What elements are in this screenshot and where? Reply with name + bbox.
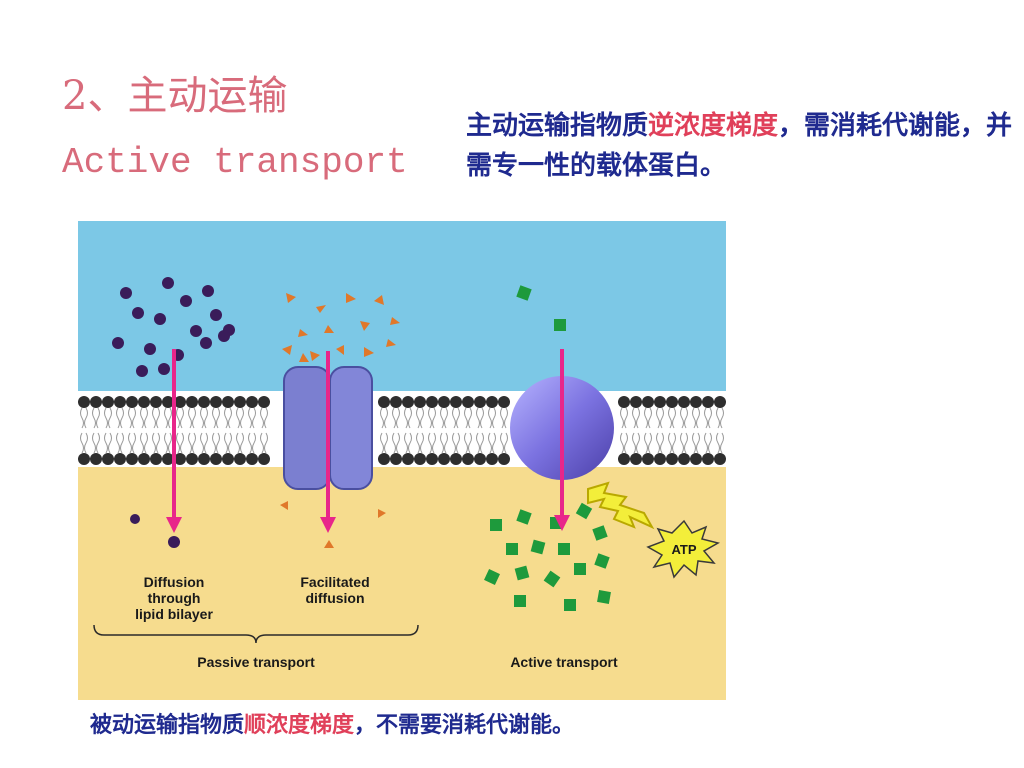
facilitated-label-line1: Facilitated (300, 574, 369, 590)
desc-text-2: ，需消耗代谢能，并需专一性的载体蛋白。 (466, 111, 1013, 181)
passive-transport-label: Passive transport (197, 654, 315, 670)
slide-subtitle: Active transport (62, 142, 408, 183)
channel-protein (283, 366, 373, 490)
energy-bolt-icon (587, 481, 655, 530)
active-transport-label: Active transport (510, 654, 618, 670)
passive-transport-caption: 被动运输指物质顺浓度梯度，不需要消耗代谢能。 (90, 710, 574, 740)
slide-title: 2、主动运输 (62, 73, 288, 119)
facilitated-molecules (280, 293, 400, 548)
passive-transport-brace (93, 624, 419, 644)
atp-starburst: ATP (646, 519, 720, 579)
facilitated-label-line2: diffusion (305, 590, 364, 606)
desc-text-1: 主动运输指物质 (466, 111, 649, 141)
actively-transported-molecules (484, 285, 611, 611)
lipid-heads-outer (78, 396, 726, 408)
lipid-tails (80, 407, 724, 454)
active-transport-description: 主动运输指物质逆浓度梯度，需消耗代谢能，并需专一性的载体蛋白。 (466, 106, 1018, 186)
transport-arrows (166, 349, 570, 533)
membrane-transport-diagram: ATP Diffusion through lipid bilayer Faci… (78, 221, 726, 700)
diffusion-label-line3: lipid bilayer (135, 606, 213, 622)
desc-highlight: 逆浓度梯度 (648, 111, 779, 141)
diffusion-label-line1: Diffusion (144, 574, 205, 590)
caption-text-1: 被动运输指物质 (90, 712, 245, 738)
lipid-tails-region (78, 391, 726, 467)
caption-text-2: ，不需要消耗代谢能。 (354, 712, 575, 738)
diffusion-label-line2: through (148, 590, 201, 606)
caption-highlight: 顺浓度梯度 (244, 712, 355, 738)
diagram-svg: ATP Diffusion through lipid bilayer Faci… (78, 221, 726, 700)
lipid-heads-inner (78, 453, 726, 465)
atp-label: ATP (671, 542, 696, 557)
extracellular-region (78, 221, 726, 396)
